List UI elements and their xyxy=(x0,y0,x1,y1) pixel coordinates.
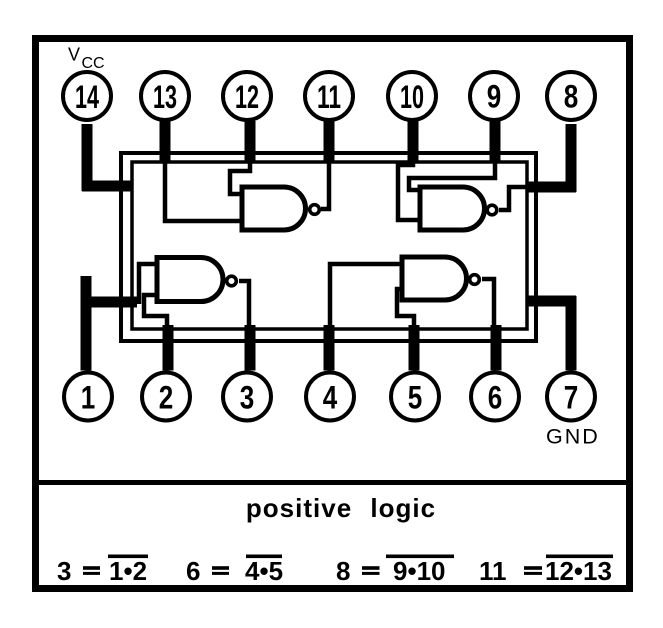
svg-text:11: 11 xyxy=(479,556,507,586)
svg-text:11: 11 xyxy=(317,79,341,115)
svg-text:6: 6 xyxy=(488,380,503,416)
svg-text:13: 13 xyxy=(153,79,177,115)
svg-text:2: 2 xyxy=(159,380,174,416)
svg-text:GND: GND xyxy=(546,425,600,449)
svg-text:6: 6 xyxy=(186,556,200,586)
svg-text:4: 4 xyxy=(323,380,338,416)
svg-text:V: V xyxy=(68,45,80,65)
svg-text:CC: CC xyxy=(82,55,105,72)
svg-text:10: 10 xyxy=(400,79,424,115)
svg-text:1: 1 xyxy=(81,380,96,416)
svg-text:1•2: 1•2 xyxy=(109,556,147,586)
svg-text:7: 7 xyxy=(564,380,579,416)
svg-text:positive logic: positive logic xyxy=(246,493,436,523)
svg-text:5: 5 xyxy=(408,380,423,416)
svg-text:9: 9 xyxy=(487,79,502,115)
svg-text:3: 3 xyxy=(57,556,71,586)
svg-text:12•13: 12•13 xyxy=(545,556,612,586)
svg-text:8: 8 xyxy=(336,556,350,586)
svg-text:12: 12 xyxy=(235,79,259,115)
svg-text:9•10: 9•10 xyxy=(393,556,445,586)
svg-text:8: 8 xyxy=(564,79,579,115)
svg-text:4•5: 4•5 xyxy=(245,556,283,586)
svg-text:3: 3 xyxy=(240,380,255,416)
svg-text:14: 14 xyxy=(75,79,99,115)
